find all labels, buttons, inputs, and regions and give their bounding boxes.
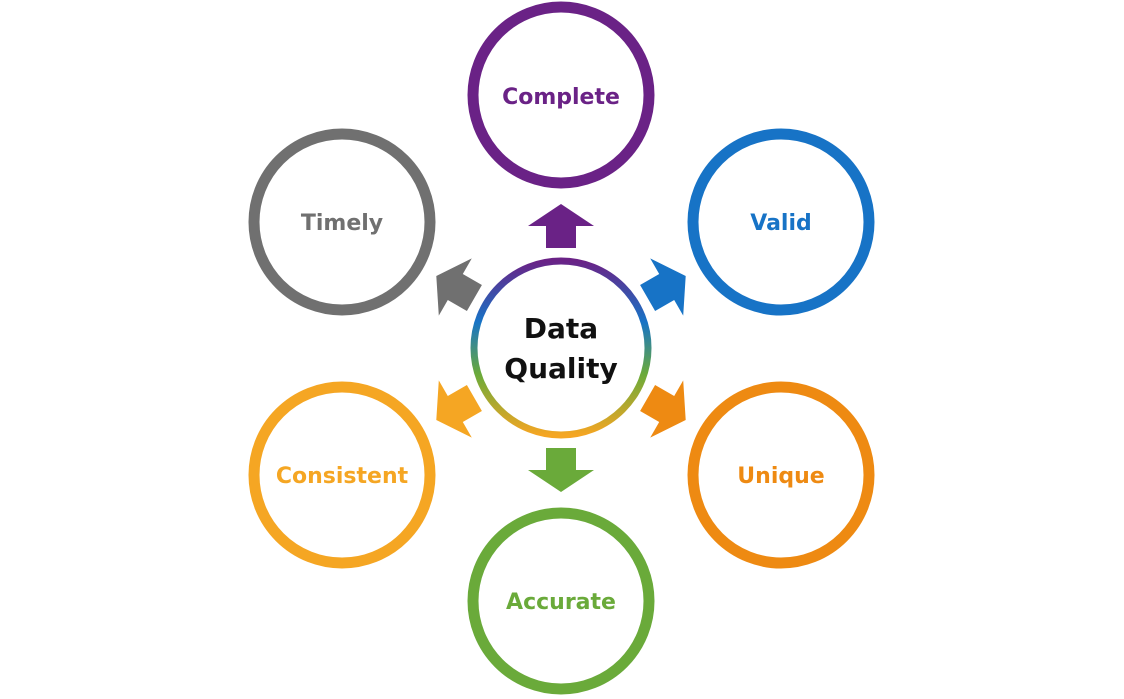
node-consistent: Consistent: [248, 381, 436, 569]
center-hub: Data Quality: [470, 257, 652, 439]
center-ring: [470, 257, 652, 439]
arrow-to-unique: [640, 380, 686, 438]
node-ring-valid: [687, 128, 875, 316]
node-ring-accurate: [467, 507, 655, 695]
node-label-accurate: Accurate: [506, 590, 616, 615]
node-ring-unique: [687, 381, 875, 569]
node-complete: Complete: [467, 1, 655, 189]
node-ring-consistent: [248, 381, 436, 569]
node-accurate: Accurate: [467, 507, 655, 695]
center-title-line1: Data: [524, 312, 598, 345]
node-label-unique: Unique: [737, 464, 824, 489]
arrow-to-timely: [436, 258, 482, 316]
node-timely: Timely: [248, 128, 436, 316]
arrow-to-accurate: [528, 448, 594, 492]
arrow-to-valid: [640, 258, 686, 316]
node-label-consistent: Consistent: [276, 464, 409, 489]
node-ring-complete: [467, 1, 655, 189]
arrows-group: [436, 204, 686, 492]
node-label-valid: Valid: [750, 211, 812, 236]
center-title-line2: Quality: [504, 352, 617, 385]
node-unique: Unique: [687, 381, 875, 569]
arrow-to-complete: [528, 204, 594, 248]
arrow-to-consistent: [436, 380, 482, 438]
node-label-timely: Timely: [301, 211, 383, 236]
node-label-complete: Complete: [502, 85, 620, 110]
node-valid: Valid: [687, 128, 875, 316]
node-ring-timely: [248, 128, 436, 316]
